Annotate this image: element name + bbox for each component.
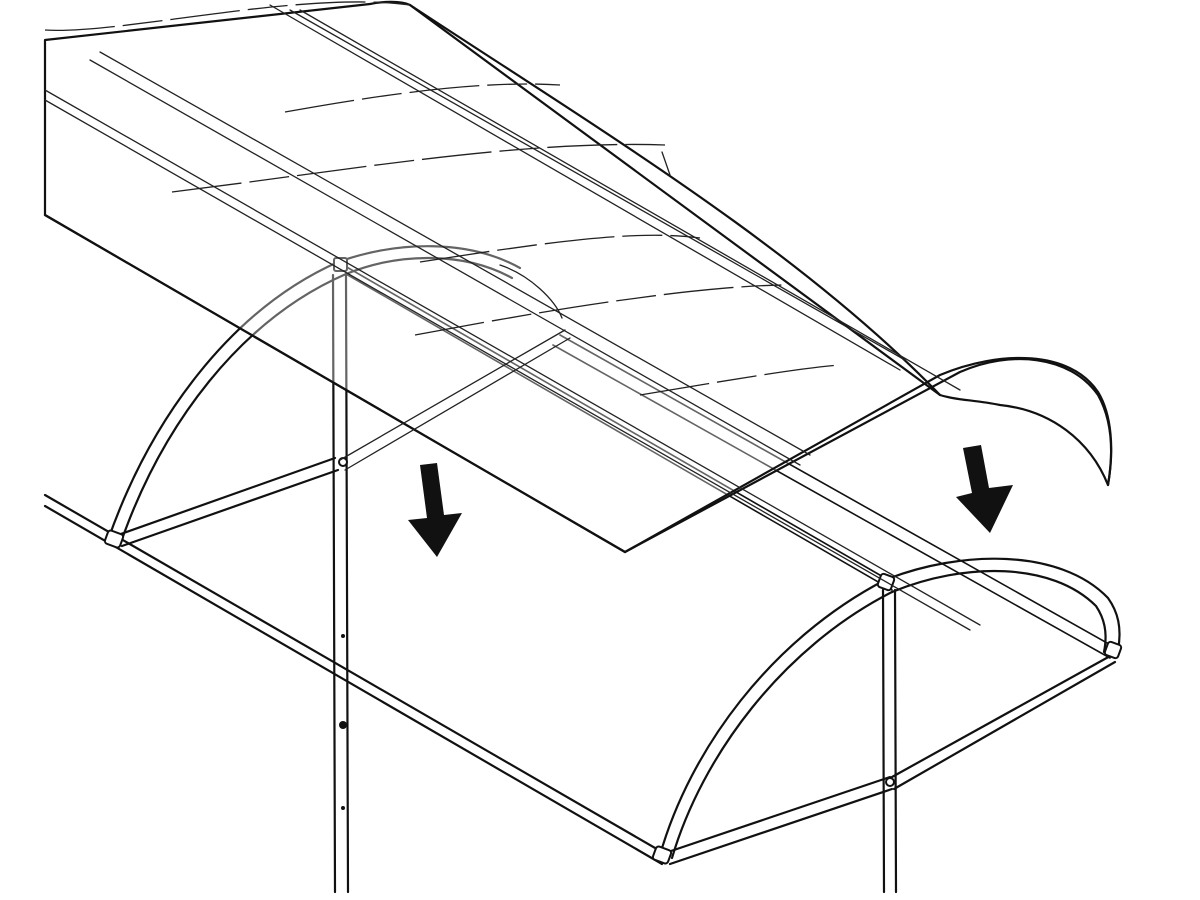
connector [1103,640,1123,660]
front-left-post [331,273,350,894]
post-bolt-hole [341,634,345,638]
frame [43,245,1123,894]
connector [103,529,125,549]
right-crossbar [666,653,1117,866]
right-post [881,588,898,894]
down-arrow-right [956,445,1013,533]
cover-through-lines [44,4,981,631]
ridge-rail [337,261,893,591]
cover-hidden-lines [44,1,841,471]
right-arch [658,557,1121,860]
left-crossbar [116,456,340,548]
connector [885,777,895,787]
back-side-rail [552,334,1117,659]
post-bolt-hole [339,721,347,729]
down-arrow-left [408,463,462,557]
post-bolt-hole [341,806,345,810]
left-arch [106,245,522,544]
connector [651,845,673,865]
cover-sheet [43,0,1113,631]
front-side-rail [43,493,664,866]
frame-connectors [103,257,1123,865]
